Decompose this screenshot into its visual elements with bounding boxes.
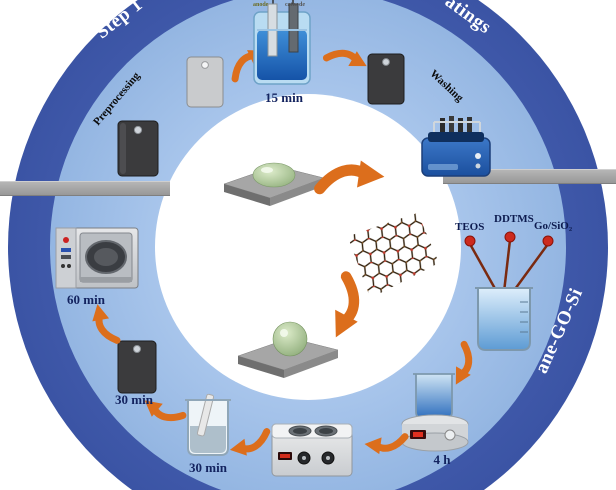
flow-arrow-icon — [88, 300, 123, 348]
mix-time-label: 30 min — [189, 460, 227, 475]
step-divider-left — [0, 181, 170, 196]
anode-label: anode — [253, 2, 269, 8]
electrolysis-cell-icon — [246, 0, 318, 88]
ultrasonic-cleaner-icon — [418, 114, 494, 182]
stir-time-label: 4 h — [433, 452, 451, 467]
water-bath-icon — [270, 412, 354, 482]
flow-arrow-icon — [310, 267, 378, 345]
substrate-droplet-after-icon — [232, 318, 344, 382]
drying-oven-icon — [50, 220, 144, 296]
raw-substrate-icon — [117, 120, 159, 177]
reagent-station-icon — [448, 210, 588, 358]
reagent-ddtms-label: DDTMS — [494, 213, 534, 225]
dried-substrate-icon — [117, 340, 157, 394]
cure-time-label: 60 min — [67, 292, 105, 307]
mixing-beaker-icon — [180, 392, 236, 462]
coated-substrate-icon — [367, 53, 405, 105]
flow-arrow-icon — [362, 425, 409, 459]
pretreated-substrate-icon — [186, 56, 224, 108]
substrate-droplet-before-icon — [218, 150, 330, 212]
flow-arrow-icon — [312, 153, 388, 207]
flow-arrow-icon — [320, 37, 372, 83]
magnetic-stirrer-icon — [398, 368, 472, 456]
flow-arrow-icon — [439, 338, 485, 390]
dry-time-label: 30 min — [115, 392, 153, 407]
flow-arrow-icon — [226, 425, 273, 459]
cathode-label: cathode — [285, 2, 305, 8]
reagent-teos-label: TEOS — [455, 221, 485, 233]
reagent-gosio2-label: Go/SiO₂ — [534, 220, 573, 232]
electrolysis-time-label: 15 min — [265, 90, 303, 105]
flow-arrow-icon — [138, 385, 190, 435]
